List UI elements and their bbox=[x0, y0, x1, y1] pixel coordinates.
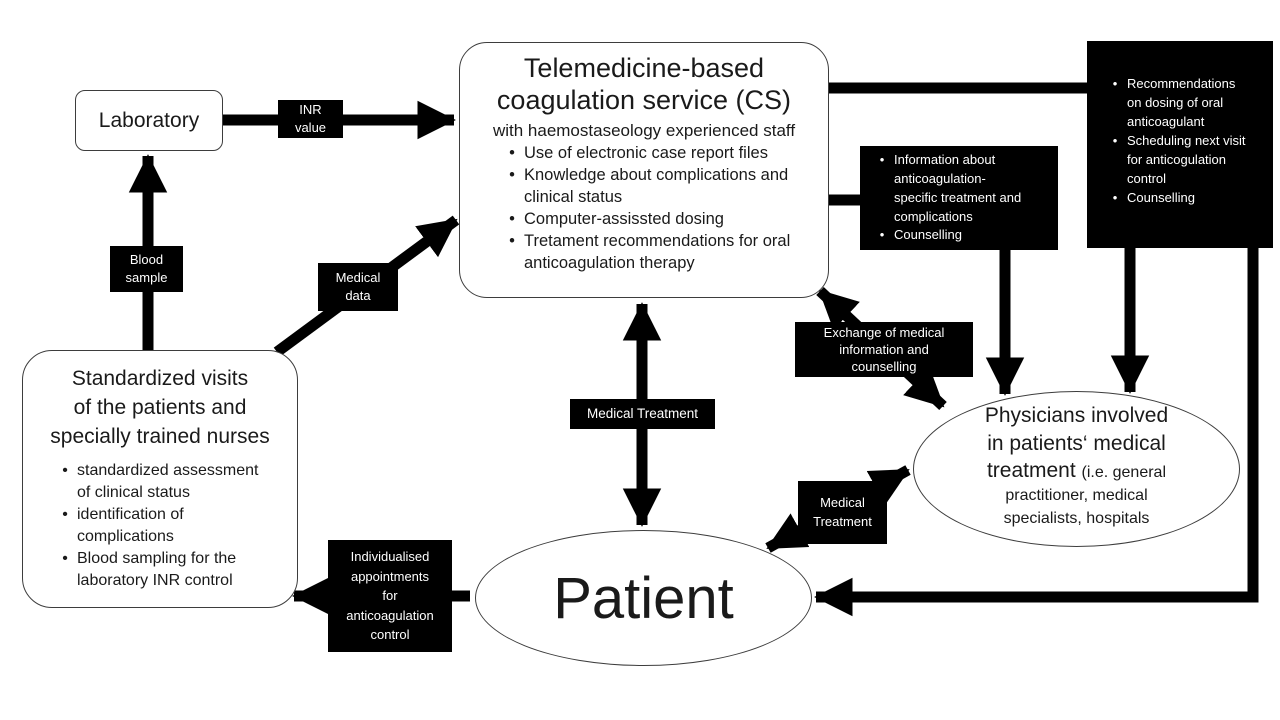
bullet-item: • Use of electronic case report files bbox=[500, 143, 818, 165]
bullet-item: • Counselling bbox=[870, 226, 1054, 245]
bullet-item: • Blood sampling for the laboratory INR … bbox=[53, 548, 289, 592]
edge-label-text: Medical Treatment bbox=[586, 405, 699, 421]
edge-label-medical-treatment-center: Medical Treatment bbox=[570, 399, 715, 429]
bullet-text: standardized assessment of clinical stat… bbox=[77, 461, 259, 501]
standardized-visits-bullet-list: • standardized assessment of clinical st… bbox=[53, 460, 289, 592]
recommendations-box: • Recommendations on dosing of oral anti… bbox=[1087, 41, 1273, 248]
bullet-item: • Tretament recommendations for oral ant… bbox=[500, 231, 818, 275]
bullet-item: • Computer-assissted dosing bbox=[500, 209, 818, 231]
edge-label-text: Medical Treatment bbox=[813, 495, 872, 529]
bullet-item: • Information about anticoagulation- spe… bbox=[870, 151, 1054, 226]
laboratory-label: Laboratory bbox=[98, 108, 200, 132]
bullet-item: • Counselling bbox=[1103, 189, 1265, 208]
bullet-icon: • bbox=[62, 506, 68, 524]
bullet-text: Counselling bbox=[1127, 189, 1195, 205]
bullet-icon: • bbox=[1112, 76, 1118, 91]
bullet-item: • Scheduling next visit for anticogulati… bbox=[1103, 132, 1265, 189]
information-box: • Information about anticoagulation- spe… bbox=[860, 146, 1058, 250]
physicians-subtitle: (i.e. general practitioner, medical spec… bbox=[1003, 464, 1167, 527]
node-telemedicine-cs: Telemedicine-based coagulation service (… bbox=[459, 42, 829, 298]
bullet-item: • standardized assessment of clinical st… bbox=[53, 460, 289, 504]
bullet-icon: • bbox=[509, 144, 515, 163]
node-standardized-visits: Standardized visits of the patients and … bbox=[22, 350, 298, 608]
bullet-text: Tretament recommendations for oral antic… bbox=[524, 231, 791, 272]
bullet-text: Scheduling next visit for anticogulation… bbox=[1127, 132, 1246, 186]
edge-label-medical-treatment-right: Medical Treatment bbox=[798, 481, 887, 544]
bullet-item: • identification of complications bbox=[53, 504, 289, 548]
telemedicine-subtitle: with haemostaseology experienced staff bbox=[492, 121, 796, 141]
standardized-visits-title: Standardized visits of the patients and … bbox=[50, 367, 270, 448]
bullet-icon: • bbox=[62, 550, 68, 568]
information-bullet-list: • Information about anticoagulation- spe… bbox=[870, 151, 1054, 245]
bullet-icon: • bbox=[879, 152, 885, 167]
bullet-icon: • bbox=[1112, 189, 1118, 205]
node-physicians: Physicians involved in patients‘ medical… bbox=[913, 391, 1240, 547]
bullet-text: Blood sampling for the laboratory INR co… bbox=[77, 550, 237, 590]
recommendations-bullet-list: • Recommendations on dosing of oral anti… bbox=[1103, 75, 1265, 208]
bullet-icon: • bbox=[62, 461, 68, 479]
bullet-icon: • bbox=[509, 209, 515, 228]
edge-label-medical-data: Medical data bbox=[318, 263, 398, 311]
arrow-recommendations-to-patient bbox=[814, 248, 1259, 617]
bullet-icon: • bbox=[509, 231, 515, 250]
bullet-text: Counselling bbox=[894, 227, 962, 243]
bullet-text: Knowledge about complications and clinic… bbox=[524, 166, 789, 207]
bullet-text: Use of electronic case report files bbox=[524, 144, 768, 163]
node-patient: Patient bbox=[475, 530, 812, 666]
bullet-icon: • bbox=[879, 227, 885, 243]
bullet-text: Recommendations on dosing of oral antico… bbox=[1127, 76, 1236, 129]
node-laboratory: Laboratory bbox=[75, 90, 223, 151]
edge-label-exchange: Exchange of medical information and coun… bbox=[795, 322, 973, 377]
edge-label-individualised-appointments: Individualised appointments for anticoag… bbox=[328, 540, 452, 652]
bullet-item: • Recommendations on dosing of oral anti… bbox=[1103, 75, 1265, 132]
edge-label-text: Individualised appointments for anticoag… bbox=[346, 549, 434, 643]
edge-label-text: INR value bbox=[294, 102, 327, 135]
physicians-title: Physicians involved in patients‘ medical… bbox=[984, 404, 1169, 483]
bullet-icon: • bbox=[1112, 132, 1118, 148]
bullet-text: Computer-assissted dosing bbox=[524, 209, 724, 228]
edge-label-blood-sample: Blood sample bbox=[110, 246, 183, 292]
edge-label-text: Exchange of medical information and coun… bbox=[823, 324, 945, 375]
edge-label-inr-value: INR value bbox=[278, 100, 343, 138]
telemedicine-title: Telemedicine-based coagulation service (… bbox=[496, 53, 792, 115]
edge-label-text: Blood sample bbox=[125, 252, 168, 285]
bullet-icon: • bbox=[509, 166, 515, 185]
patient-label: Patient bbox=[553, 565, 734, 631]
bullet-text: identification of complications bbox=[77, 506, 184, 546]
bullet-text: Information about anticoagulation- speci… bbox=[894, 152, 1022, 224]
edge-label-text: Medical data bbox=[335, 270, 381, 303]
bullet-item: • Knowledge about complications and clin… bbox=[500, 165, 818, 209]
telemedicine-bullet-list: • Use of electronic case report files • … bbox=[500, 143, 818, 275]
